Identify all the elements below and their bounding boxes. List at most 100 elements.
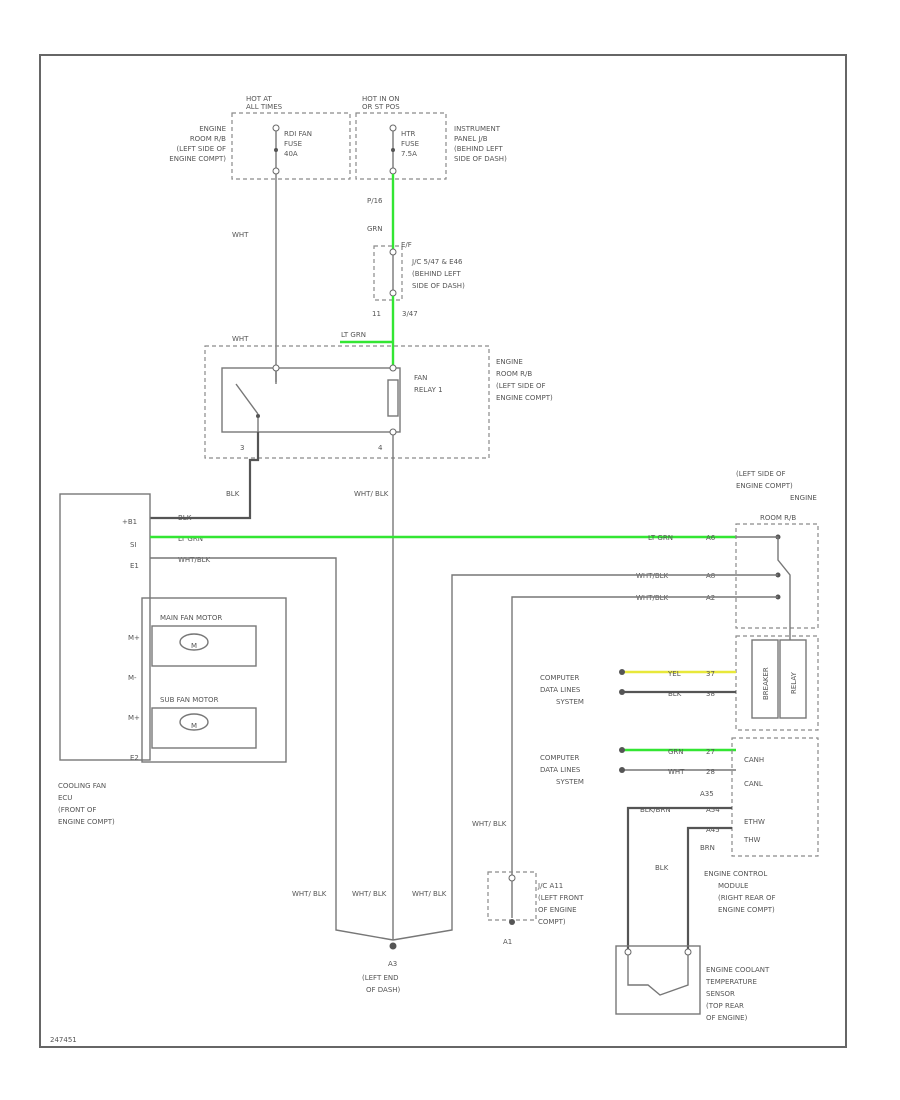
data-lines-1-label-3: SYSTEM <box>556 698 584 706</box>
fuse-right-terminal-top <box>389 124 397 132</box>
wire-relay-to-fan-ecu <box>150 432 260 520</box>
fan-ecu-pin-m2: M- <box>128 674 137 682</box>
ecm-upper-connector: (LEFT SIDE OF ENGINE COMPT) ENGINE ROOM … <box>636 470 819 731</box>
jc-box <box>373 245 403 301</box>
fuse-left-name: RDI FAN <box>284 130 312 138</box>
data-1-row-1-pin: 37 <box>706 670 715 678</box>
diagram-frame <box>39 54 847 1048</box>
ecm-breaker-box <box>751 639 779 719</box>
data-2-row-1-pin: 27 <box>706 748 715 756</box>
ecm-row-1-wire: LT GRN <box>648 534 673 542</box>
ground-wire-label-2: WHT/ BLK <box>352 890 387 898</box>
data-1-row-2-pin: 38 <box>706 690 715 698</box>
fuse-left-loc-4: ENGINE COMPT) <box>169 155 226 163</box>
ecm-loc-2: MODULE <box>718 882 748 890</box>
fan-ecu-pin-si: SI <box>130 541 137 549</box>
jc-a11-terminal-top <box>508 874 516 882</box>
relay-terminal-coil-out <box>389 428 397 436</box>
ecm-signal-canl: CANL <box>744 780 763 788</box>
fuse-right-header-2: OR ST POS <box>362 103 400 111</box>
fuse-right-name: HTR <box>401 130 416 138</box>
fan-ecu-loc-4: ENGINE COMPT) <box>58 818 115 826</box>
ecm-top-dashed-box <box>735 523 819 629</box>
relay-name-2: RELAY 1 <box>414 386 443 394</box>
sensor-loc-1: ENGINE COOLANT <box>706 966 770 974</box>
data-lines-2-label-1: COMPUTER <box>540 754 579 762</box>
wire-label-grn: GRN <box>367 225 383 233</box>
ecm-row-3-pin: A2 <box>706 594 715 602</box>
sensor-loc-5: OF ENGINE) <box>706 1014 748 1022</box>
data-2-row-2-pin: 28 <box>706 768 715 776</box>
sub-fan-motor-symbol <box>179 713 209 731</box>
wire-a2-to-jc-a11 <box>511 596 736 876</box>
relay-loc-1: ENGINE <box>496 358 523 366</box>
jc-terminal-bottom <box>389 289 397 297</box>
data-1-row-2-wire: BLK <box>668 690 682 698</box>
jc-a11-loc-3: OF ENGINE <box>538 906 577 914</box>
data-lines-1-label-2: DATA LINES <box>540 686 581 694</box>
computer-data-lines-2: COMPUTER DATA LINES SYSTEM GRN 27 WHT 28 <box>540 747 736 786</box>
fan-ecu-pin-m3: M+ <box>128 714 140 722</box>
jc-a11-loc-2: (LEFT FRONT <box>538 894 584 902</box>
sensor-thermistor <box>627 955 689 996</box>
fuse-left-loc-1: ENGINE <box>199 125 226 133</box>
sub-fan-motor-label: SUB FAN MOTOR <box>160 696 219 704</box>
relay-loc-3: (LEFT SIDE OF <box>496 382 546 390</box>
fuse-left-terminal-top <box>272 124 280 132</box>
sensor-body <box>615 945 701 1015</box>
junction-connector-a11: J/C A11 (LEFT FRONT OF ENGINE COMPT) A1 … <box>472 820 584 946</box>
data-lines-1-label-1: COMPUTER <box>540 674 579 682</box>
data-2-arrow-wht <box>619 767 625 773</box>
fan-relay: FAN RELAY 1 3 4 ENGINE ROOM R/B (LEFT SI… <box>204 345 553 459</box>
relay-name-1: FAN <box>414 374 427 382</box>
fuse-left: HOT AT ALL TIMES RDI FAN FUSE 40A ENGINE… <box>169 95 351 180</box>
wire-label-wht-lower: WHT <box>232 335 249 343</box>
jc-loc-2: (BEHIND LEFT <box>412 270 461 278</box>
relay-coil <box>387 379 399 417</box>
jc-a11-ground-node <box>509 919 515 925</box>
ecm-row-1-pin: A6 <box>706 534 716 542</box>
fan-motors-enclosure <box>141 597 287 763</box>
fuse-left-rating: 40A <box>284 150 298 158</box>
fan-ecu-wire-blk: BLK <box>178 514 192 522</box>
fuse-right-header-1: HOT IN ON <box>362 95 400 103</box>
cooling-fan-ecu: +B1 SI E1 M+ M- M+ E2 BLK LT GRN WHT/BLK… <box>58 493 287 826</box>
ecm-top-internal-1 <box>736 536 791 620</box>
ecm-relay-label: RELAY <box>790 671 798 694</box>
relay-outer-box <box>204 345 490 459</box>
ecm-connector-label: A35 <box>700 790 714 798</box>
sensor-loc-2: TEMPERATURE <box>705 978 757 986</box>
jc-loc-1: J/C 5/47 & E46 <box>411 258 463 266</box>
fuse-left-header-2: ALL TIMES <box>246 103 283 111</box>
ecm-pin-a54: A54 <box>706 806 720 814</box>
fuse-right-type: FUSE <box>401 140 419 148</box>
ecm-row-2-wire: WHT/BLK <box>636 572 669 580</box>
data-lines-2-label-2: DATA LINES <box>540 766 581 774</box>
main-fan-motor-box <box>151 625 257 667</box>
sensor-loc-3: SENSOR <box>706 990 735 998</box>
relay-loc-2: ROOM R/B <box>496 370 532 378</box>
data-lines-2-label-3: SYSTEM <box>556 778 584 786</box>
cooling-fan-ecu-body <box>59 493 151 761</box>
ecm-top-loc-3: ENGINE <box>790 494 817 502</box>
junction-connector: E/F J/C 5/47 & E46 (BEHIND LEFT SIDE OF … <box>373 241 465 301</box>
fuse-right-loc-4: SIDE OF DASH) <box>454 155 507 163</box>
fuse-left-loc-3: (LEFT SIDE OF <box>176 145 226 153</box>
fan-ecu-loc-1: COOLING FAN <box>58 782 106 790</box>
fuse-left-box <box>231 112 351 180</box>
ecm-row-2-pin: A8 <box>706 572 715 580</box>
ground-wire-label-1: WHT/ BLK <box>292 890 327 898</box>
coolant-temp-sensor: ENGINE COOLANT TEMPERATURE SENSOR (TOP R… <box>615 945 770 1022</box>
sub-fan-motor-m: M <box>191 722 197 730</box>
wire-label-ltgrn-relay: LT GRN <box>341 331 366 339</box>
data-2-row-2-wire: WHT <box>668 768 685 776</box>
sensor-terminal-1 <box>624 948 632 956</box>
sub-fan-motor-box <box>151 707 257 749</box>
ecm-top-loc-1: (LEFT SIDE OF <box>736 470 786 478</box>
relay-pin-a: 3 <box>240 444 244 452</box>
relay-inner-box <box>221 367 401 433</box>
fan-ecu-pin-b1: +B1 <box>122 518 137 526</box>
relay-switch-pivot <box>256 414 260 418</box>
fan-ecu-wire-ltgrn: LT GRN <box>178 535 203 543</box>
